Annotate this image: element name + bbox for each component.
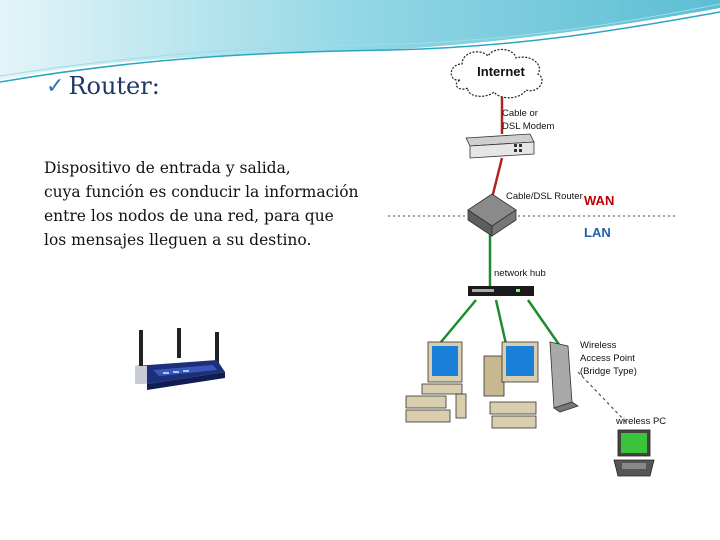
desktop-pc-icon	[405, 341, 467, 423]
description-line: entre los nodos de una red, para que	[44, 207, 334, 225]
slide-title-text: Router:	[68, 72, 160, 100]
hub-icon	[468, 286, 534, 296]
access-point-label-line1: Wireless	[580, 340, 617, 351]
slide-title: ✓ Router:	[46, 72, 160, 100]
wan-label: WAN	[584, 193, 614, 208]
laptop-icon	[613, 429, 655, 477]
description-line: Dispositivo de entrada y salida,	[44, 159, 291, 177]
checkmark-icon: ✓	[46, 73, 65, 99]
hub-label: network hub	[494, 268, 546, 279]
hub-pc1-link	[435, 299, 477, 349]
router-photo-image	[135, 328, 225, 390]
internet-cloud-icon	[450, 48, 543, 99]
desktop-pc-icon	[483, 341, 539, 429]
router-label: Cable/DSL Router	[506, 191, 583, 202]
wireless-pc-label: wireless PC	[615, 416, 666, 427]
modem-router-link	[490, 157, 504, 199]
router-icon	[467, 193, 517, 237]
modem-label-line2: DSL Modem	[502, 121, 555, 132]
access-point-label-line2: Access Point	[580, 353, 635, 364]
modem-label-line1: Cable or	[502, 108, 538, 119]
access-point-label-line3: (Bridge Type)	[580, 366, 637, 377]
hub-ap-link	[526, 299, 562, 347]
description-text: Dispositivo de entrada y salida, cuya fu…	[44, 156, 374, 252]
access-point-icon	[549, 341, 579, 413]
network-diagram: Internet Cable or DSL Modem Cable/DSL Ro…	[388, 48, 678, 477]
hub-pc2-link	[494, 299, 508, 345]
modem-icon	[465, 133, 535, 159]
description-line: cuya función es conducir la información	[44, 183, 359, 201]
header-wave-decoration	[0, 0, 720, 83]
wireless-link	[577, 371, 627, 423]
lan-label: LAN	[584, 225, 611, 240]
description-line: los mensajes lleguen a su destino.	[44, 231, 312, 249]
internet-label: Internet	[477, 64, 525, 79]
